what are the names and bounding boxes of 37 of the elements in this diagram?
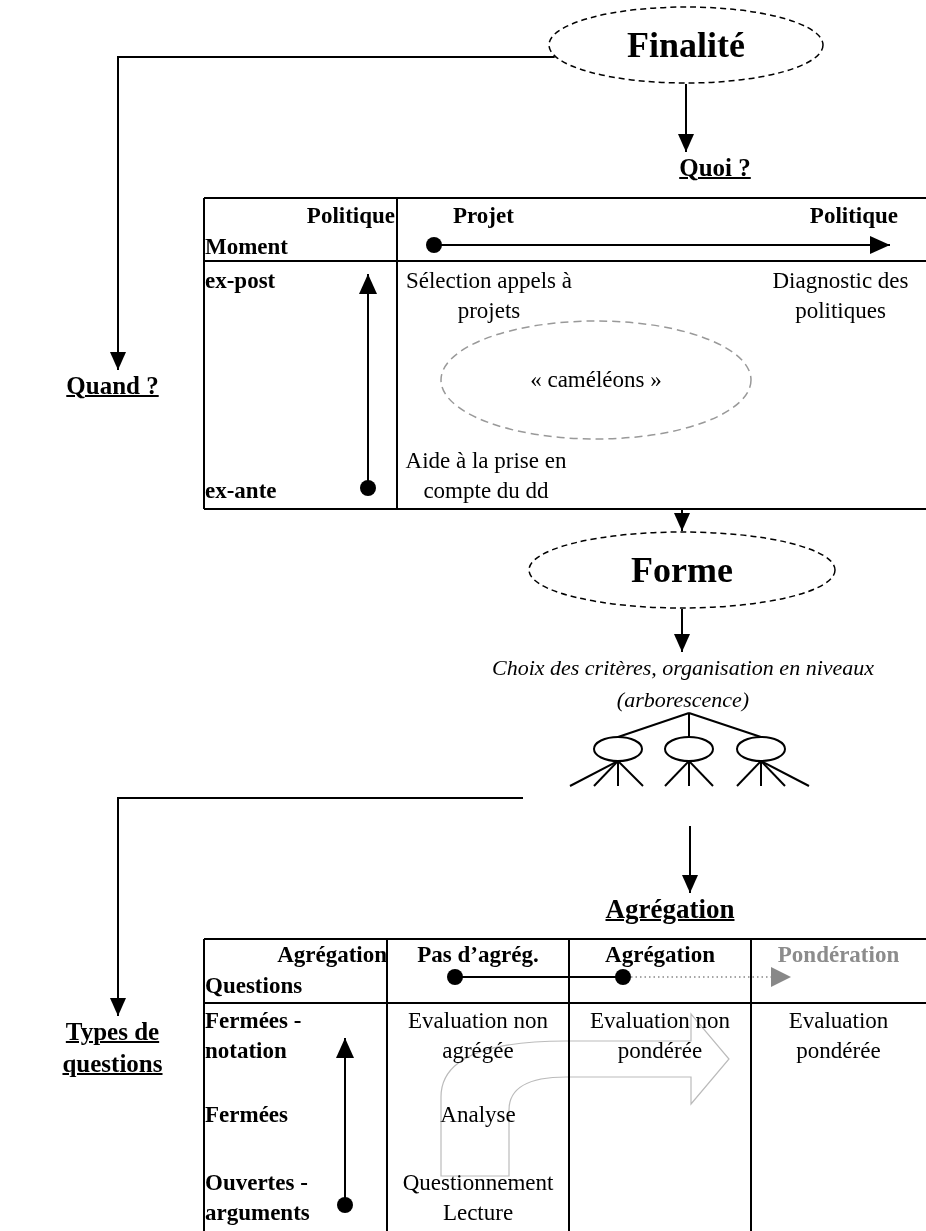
header-cell-text: Agrégation: [276, 941, 387, 969]
cell-text: Diagnostic des politiques: [771, 267, 910, 325]
header-cell-text: Pas d’agrég.: [416, 941, 540, 969]
arrow: [682, 825, 698, 894]
caption-text: Choix des critères, organisation en niveaux (arborescence): [490, 654, 876, 714]
cell-text: Evaluation non agrégée: [407, 1007, 549, 1065]
arrow: [110, 797, 524, 1017]
cell-text: Lecture: [441, 1199, 515, 1227]
header-cell-text: Agrégation: [604, 941, 716, 969]
header-cell-text: Ouvertes - arguments: [205, 1169, 311, 1227]
header-cell-text: Politique: [808, 202, 898, 230]
heading-text: Types de questions: [61, 1017, 164, 1079]
arrow: [674, 508, 690, 532]
arrow: [678, 83, 694, 153]
heading-text: Quoi ?: [678, 153, 752, 183]
header-cell-text: Fermées: [205, 1101, 289, 1129]
arrow: [110, 56, 556, 371]
header-cell-text: Pondération: [776, 941, 901, 969]
header-cell-text: Projet: [453, 202, 515, 230]
header-cell-text: ex-post: [205, 267, 277, 295]
header-cell-text: Politique: [305, 202, 395, 230]
cell-text: Questionnement: [401, 1169, 555, 1197]
header-cell-text: Fermées - notation: [205, 1007, 303, 1065]
cell-text: Evaluation pondérée: [787, 1007, 890, 1065]
ellipse-label: Finalité: [627, 24, 745, 66]
ellipse-label: Forme: [631, 549, 733, 591]
ellipse-label: « caméléons »: [530, 367, 662, 393]
heading-text: Agrégation: [604, 893, 736, 925]
cell-text: Evaluation non pondérée: [589, 1007, 731, 1065]
cell-text: Aide à la prise en compte du dd: [404, 447, 568, 505]
header-cell-text: Moment: [205, 233, 290, 261]
heading-text: Quand ?: [65, 371, 160, 401]
cell-text: Analyse: [439, 1101, 517, 1129]
header-cell-text: Questions: [205, 972, 304, 1000]
header-cell-text: ex-ante: [205, 477, 278, 505]
arrow: [674, 608, 690, 653]
cell-text: Sélection appels à projets: [404, 267, 574, 325]
